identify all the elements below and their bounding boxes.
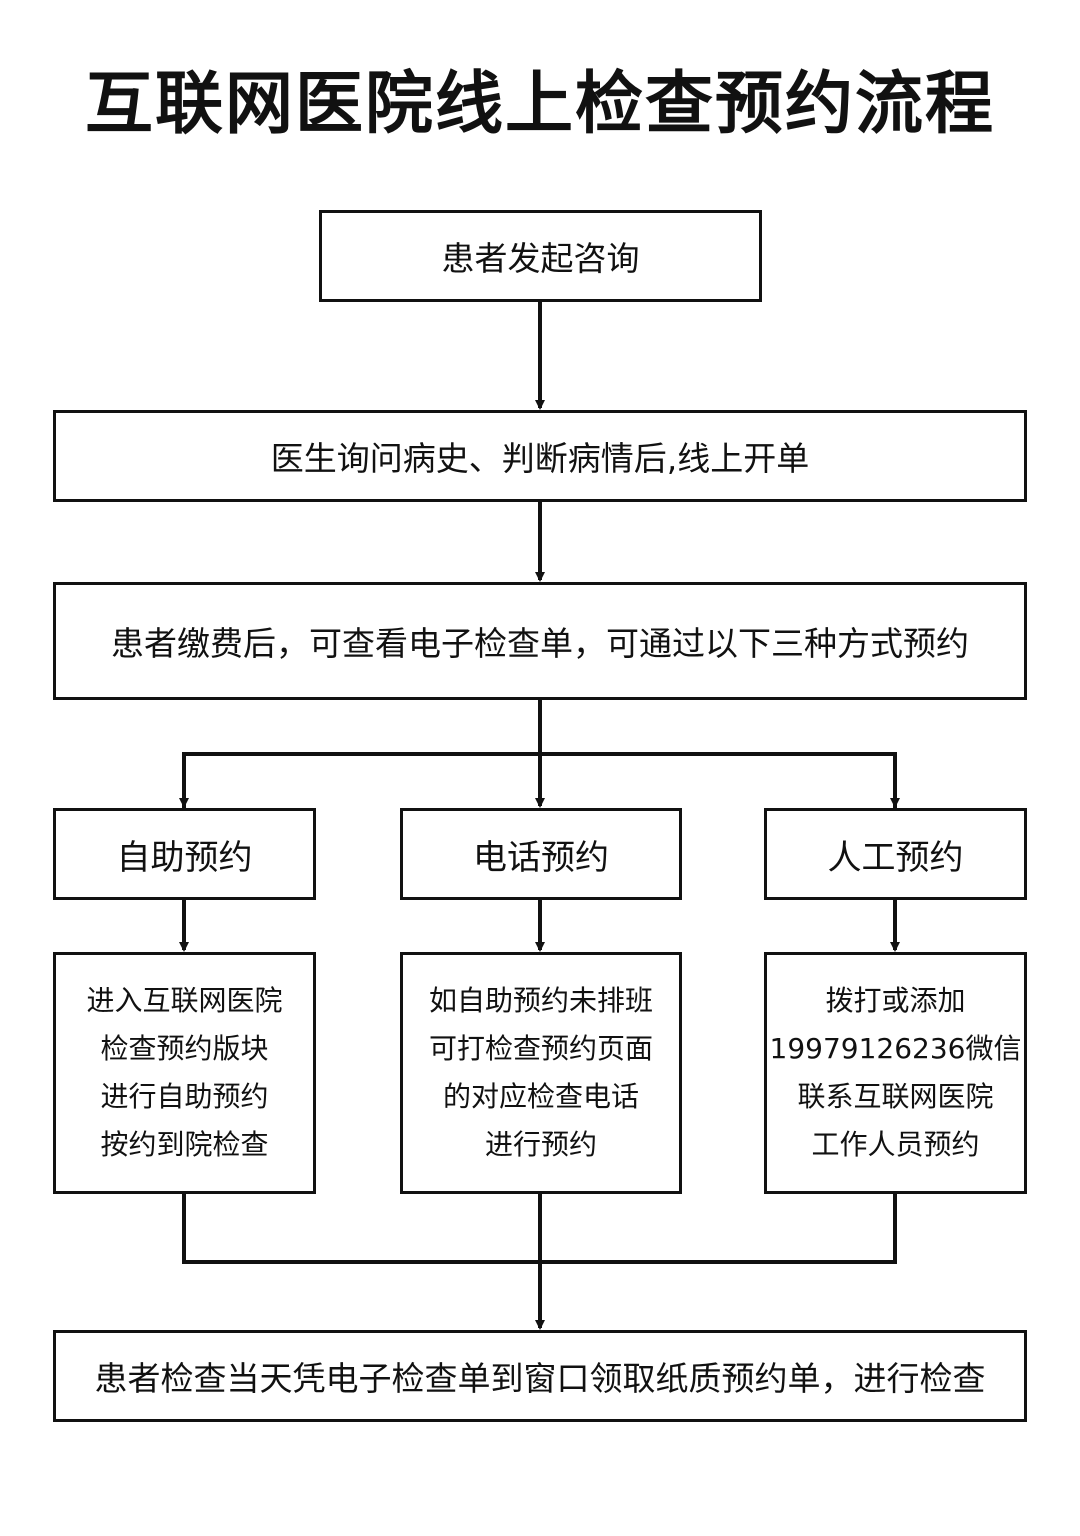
method-manual-label: 人工预约	[827, 837, 964, 878]
step-doctor-label: 医生询问病史、判断病情后,线上开单	[270, 439, 810, 478]
detail-line: 按约到院检查	[100, 1128, 269, 1161]
method-self-service-label: 自助预约	[116, 837, 253, 878]
step-consult-label: 患者发起咨询	[441, 239, 640, 278]
detail-line: 工作人员预约	[811, 1128, 980, 1161]
step-final: 患者检查当天凭电子检查单到窗口领取纸质预约单，进行检查	[53, 1330, 1027, 1422]
method-self-service: 自助预约	[53, 808, 316, 900]
detail-line: 可打检查预约页面	[428, 1032, 653, 1065]
detail-line: 拨打或添加	[825, 984, 966, 1017]
step-consult: 患者发起咨询	[319, 210, 762, 302]
step-pay: 患者缴费后，可查看电子检查单，可通过以下三种方式预约	[53, 582, 1027, 700]
detail-line: 的对应检查电话	[442, 1080, 639, 1113]
step-final-label: 患者检查当天凭电子检查单到窗口领取纸质预约单，进行检查	[94, 1359, 986, 1398]
page-title: 互联网医院线上检查预约流程	[84, 65, 995, 144]
method-phone-label: 电话预约	[473, 837, 609, 878]
detail-line: 进行自助预约	[100, 1080, 269, 1113]
method-manual: 人工预约	[764, 808, 1027, 900]
detail-line: 如自助预约未排班	[428, 984, 653, 1017]
method-phone: 电话预约	[400, 808, 682, 900]
detail-line: 进入互联网医院	[86, 984, 283, 1017]
detail-phone: 如自助预约未排班 可打检查预约页面 的对应检查电话 进行预约	[400, 952, 682, 1194]
step-pay-label: 患者缴费后，可查看电子检查单，可通过以下三种方式预约	[111, 624, 969, 663]
detail-line: 联系互联网医院	[797, 1080, 994, 1113]
detail-self-service: 进入互联网医院 检查预约版块 进行自助预约 按约到院检查	[53, 952, 316, 1194]
step-doctor: 医生询问病史、判断病情后,线上开单	[53, 410, 1027, 502]
detail-manual: 拨打或添加 19979126236微信 联系互联网医院 工作人员预约	[764, 952, 1027, 1194]
detail-line: 19979126236微信	[769, 1032, 1022, 1065]
detail-line: 进行预约	[484, 1128, 597, 1161]
detail-line: 检查预约版块	[100, 1032, 269, 1065]
